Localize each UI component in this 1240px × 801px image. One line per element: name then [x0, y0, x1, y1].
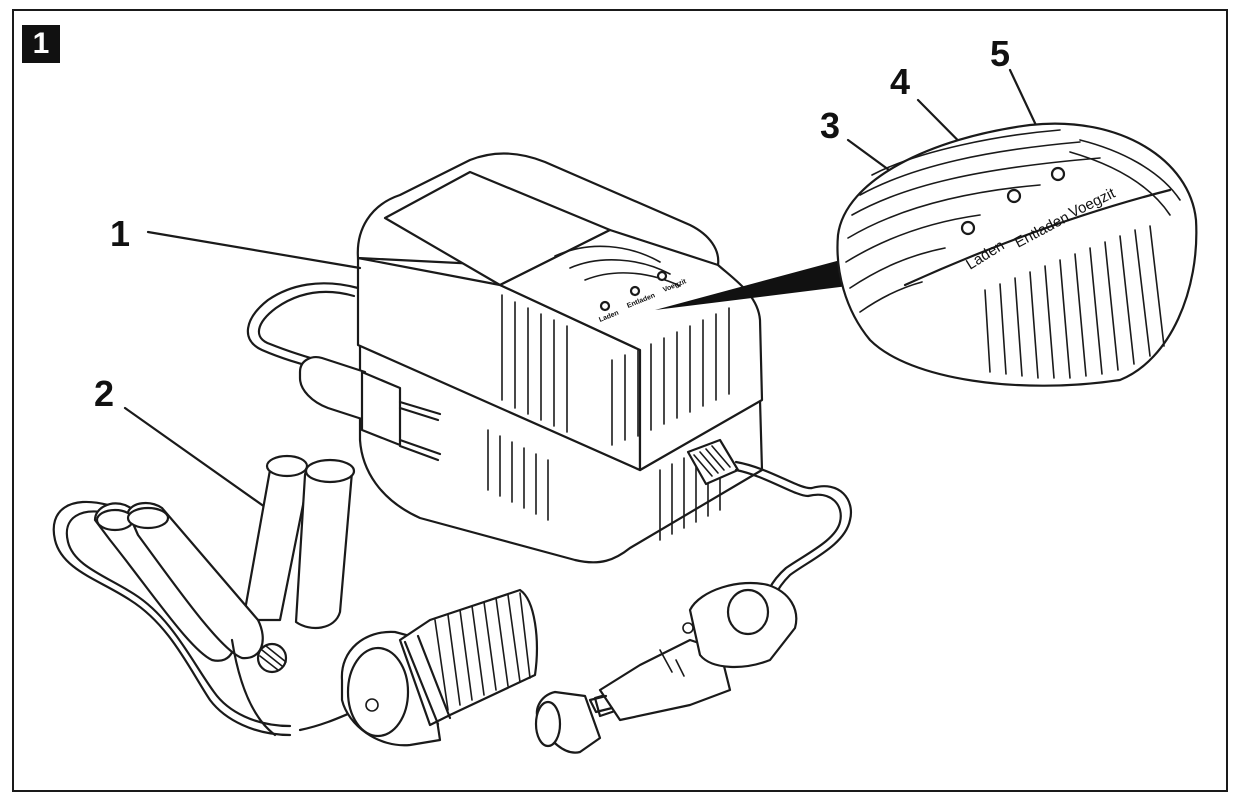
callout-1: 1: [110, 213, 131, 254]
zoom-pointer: [655, 258, 856, 310]
car-plug: [534, 581, 798, 754]
zoom-detail: Laden Entladen Voegzit: [836, 122, 1198, 387]
callout-3: 3: [820, 105, 841, 146]
cigarette-socket: [298, 588, 538, 747]
callout-4: 4: [890, 61, 911, 102]
callout-2: 2: [94, 373, 115, 414]
leader-1: [146, 230, 362, 270]
callout-5: 5: [990, 33, 1011, 74]
figure-frame: [12, 9, 1228, 792]
charger-unit: Laden Entladen Voegzit: [246, 152, 853, 614]
figure-number: 1: [22, 25, 60, 63]
leader-2: [123, 406, 274, 514]
battery-clamps: [52, 454, 356, 737]
